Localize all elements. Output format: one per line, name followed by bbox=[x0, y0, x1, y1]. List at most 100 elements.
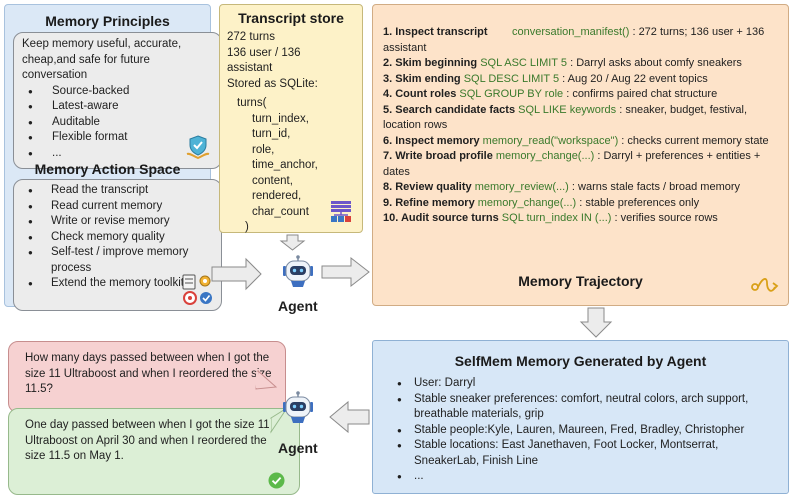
step-code: conversation_manifest() bbox=[512, 26, 630, 38]
schema-field: turn_index, bbox=[252, 112, 309, 125]
shield-hand-icon bbox=[186, 135, 210, 160]
schema-field: rendered, bbox=[252, 190, 302, 202]
step-label: 4. Count roles bbox=[383, 88, 457, 100]
step-text: : Darryl + preferences + entities + date… bbox=[383, 150, 761, 178]
trajectory-step: 4. Count roles SQL GROUP BY role : confi… bbox=[383, 87, 785, 103]
turns-schema: turns( turn_index, turn_id, role, time_anch… bbox=[227, 96, 359, 236]
step-label: 8. Review quality bbox=[383, 181, 472, 193]
transcript-turns: 272 turns bbox=[227, 31, 275, 43]
action-item: Read current memory bbox=[22, 199, 213, 215]
step-code: SQL GROUP BY role bbox=[459, 88, 564, 100]
step-text: : confirms paired chat structure bbox=[566, 88, 718, 100]
schema-field: role, bbox=[252, 143, 275, 156]
arrow-left-to-agent bbox=[211, 257, 262, 291]
principles-card: Keep memory useful, accurate, cheap,and … bbox=[13, 32, 222, 169]
step-code: memory_review(...) bbox=[474, 181, 569, 193]
schema-tail: ) bbox=[245, 221, 249, 233]
trajectory-step: 6. Inspect memory memory_read("workspace… bbox=[383, 134, 785, 150]
step-label: 1. Inspect transcript bbox=[383, 26, 488, 38]
arrow-selfmem-to-agent bbox=[329, 400, 370, 434]
step-label: 5. Search candidate facts bbox=[383, 103, 516, 116]
memory-trajectory-panel: 1. Inspect transcript conversation_manif… bbox=[372, 4, 789, 306]
principles-intro: Keep memory useful, accurate, cheap,and … bbox=[22, 38, 182, 81]
principle-item: Latest-aware bbox=[22, 99, 213, 115]
action-space-list: Read the transcriptRead current memoryWr… bbox=[22, 183, 213, 292]
schema-field: content, bbox=[252, 174, 293, 187]
arrow-trajectory-to-selfmem bbox=[579, 307, 613, 338]
principle-item: ... bbox=[22, 146, 213, 162]
action-space-title: Memory Action Space bbox=[34, 161, 181, 177]
transcript-store-panel: Transcript store 272 turns 136 user / 13… bbox=[219, 4, 363, 233]
step-text: : warns stale facts / broad memory bbox=[571, 181, 741, 193]
step-code: SQL LIKE keywords bbox=[518, 103, 617, 116]
step-label: 10. Audit source turns bbox=[383, 212, 499, 224]
trajectory-step: 10. Audit source turns SQL turn_index IN… bbox=[383, 211, 785, 227]
question-bubble: How many days passed between when I got … bbox=[8, 341, 286, 413]
selfmem-memory-list: User: DarrylStable sneaker preferences: … bbox=[373, 376, 783, 485]
action-item: Read the transcript bbox=[22, 183, 213, 199]
trajectory-step: 5. Search candidate facts SQL LIKE keywo… bbox=[383, 103, 785, 134]
schema-field: char_count bbox=[252, 205, 309, 218]
step-label: 6. Inspect memory bbox=[383, 134, 480, 147]
schema-field: time_anchor, bbox=[252, 159, 318, 171]
memory-item: Stable sneaker preferences: comfort, neu… bbox=[373, 392, 783, 423]
action-item: Self-test / improve memory process bbox=[22, 245, 213, 276]
step-text: : checks current memory state bbox=[621, 134, 769, 147]
trajectory-step: 7. Write broad profile memory_change(...… bbox=[383, 149, 785, 180]
arrow-agent-to-trajectory bbox=[321, 256, 370, 288]
step-label: 9. Refine memory bbox=[383, 196, 475, 209]
schema-field: turn_id, bbox=[252, 128, 291, 140]
trajectory-step: 2. Skim beginning SQL ASC LIMIT 5 : Darr… bbox=[383, 56, 785, 72]
action-space-card: Read the transcriptRead current memoryWr… bbox=[13, 179, 222, 311]
step-label: 2. Skim beginning bbox=[383, 57, 478, 69]
principle-item: Flexible format bbox=[22, 130, 213, 146]
trajectory-step: 3. Skim ending SQL DESC LIMIT 5 : Aug 20… bbox=[383, 72, 785, 88]
answer-bubble: One day passed between when I got the si… bbox=[8, 408, 300, 495]
step-text: : Darryl asks about comfy sneakers bbox=[570, 57, 742, 69]
trajectory-path-icon bbox=[751, 278, 779, 292]
step-code: SQL ASC LIMIT 5 bbox=[480, 57, 568, 69]
schema-head: turns( bbox=[237, 97, 267, 109]
transcript-storage: Stored as SQLite: bbox=[227, 77, 318, 90]
step-text: : stable preferences only bbox=[579, 196, 700, 209]
question-bubble-tail bbox=[255, 369, 278, 390]
agent-label-top: Agent bbox=[278, 298, 318, 314]
arrow-transcript-to-agent bbox=[279, 234, 306, 251]
database-table-icon bbox=[331, 201, 351, 222]
trajectory-title: Memory Trajectory bbox=[518, 273, 643, 289]
answer-text: One day passed between when I got the si… bbox=[25, 419, 270, 462]
action-item: Check memory quality bbox=[22, 230, 213, 246]
trajectory-step: 8. Review quality memory_review(...) : w… bbox=[383, 180, 785, 196]
step-code: memory_read("workspace") bbox=[482, 134, 619, 147]
step-text: : Aug 20 / Aug 22 event topics bbox=[562, 72, 708, 85]
agent-robot-icon bbox=[283, 255, 313, 287]
check-badge-icon bbox=[268, 472, 285, 489]
memory-item: Stable locations: East Janethaven, Foot … bbox=[373, 438, 783, 469]
selfmem-memory-panel: SelfMem Memory Generated by Agent User: … bbox=[372, 340, 789, 494]
memory-item: ... bbox=[373, 469, 783, 485]
trajectory-step: 9. Refine memory memory_change(...) : st… bbox=[383, 196, 785, 212]
step-text: : 272 turns; 136 user + 136 assistant bbox=[383, 26, 765, 54]
tools-icon bbox=[182, 274, 212, 305]
selfmem-title: SelfMem Memory Generated by Agent bbox=[454, 353, 707, 369]
principle-item: Auditable bbox=[22, 115, 213, 131]
memory-item: User: Darryl bbox=[373, 376, 783, 392]
memory-item: Stable people:Kyle, Lauren, Maureen, Fre… bbox=[373, 423, 783, 439]
trajectory-steps: 1. Inspect transcript conversation_manif… bbox=[383, 25, 785, 227]
principles-list: Source-backedLatest-awareAuditableFlexib… bbox=[22, 84, 213, 162]
step-label: 7. Write broad profile bbox=[383, 150, 493, 162]
step-code: SQL turn_index IN (...) bbox=[501, 212, 612, 224]
agent-label-bottom: Agent bbox=[278, 440, 318, 456]
transcript-split-cont: assistant bbox=[227, 62, 273, 74]
step-text: : sneaker, budget, festival, location ro… bbox=[383, 103, 748, 132]
memory-principles-panel: Memory Principles Keep memory useful, ac… bbox=[4, 4, 222, 311]
schema-fields: turn_index, turn_id, role, time_anchor,cont… bbox=[227, 112, 359, 221]
principles-title: Memory Principles bbox=[45, 13, 170, 29]
transcript-split: 136 user / 136 bbox=[227, 46, 301, 59]
agent-robot-icon-lower bbox=[283, 391, 313, 423]
step-code: SQL DESC LIMIT 5 bbox=[463, 72, 560, 85]
step-label: 3. Skim ending bbox=[383, 72, 461, 85]
principle-item: Source-backed bbox=[22, 84, 213, 100]
step-text: : verifies source rows bbox=[614, 212, 718, 224]
